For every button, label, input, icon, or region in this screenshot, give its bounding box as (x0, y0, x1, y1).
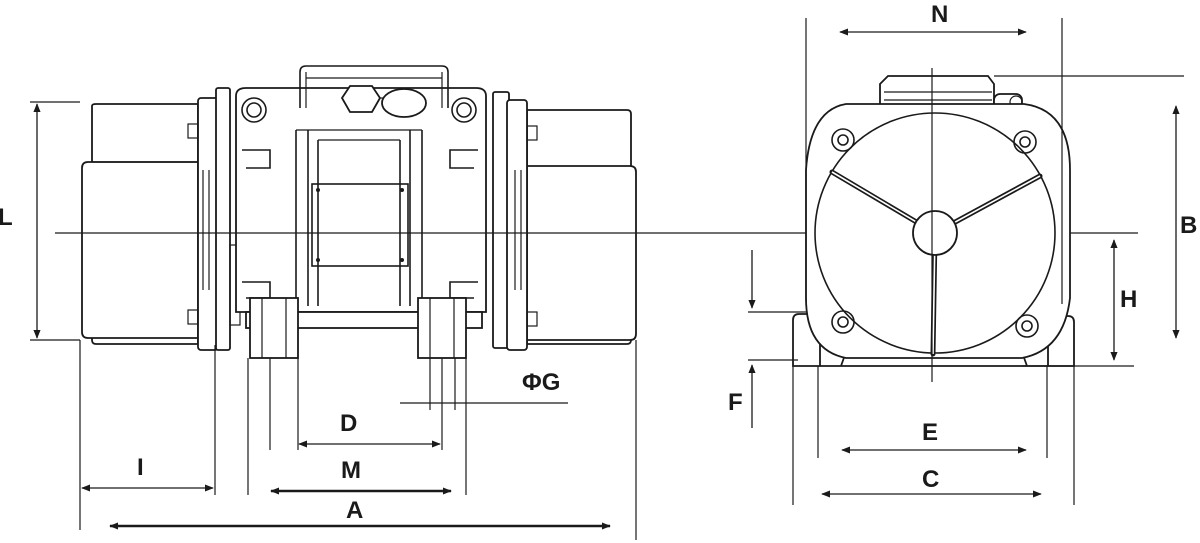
shaft-hub (912, 210, 958, 256)
label-F: F (728, 389, 743, 416)
label-G: ΦG (522, 369, 560, 396)
dimension-D: D (298, 410, 441, 448)
dimension-L: L (0, 103, 41, 339)
label-A: A (346, 497, 363, 524)
side-extension-lines (30, 101, 637, 540)
label-M: M (341, 457, 361, 484)
label-C: C (922, 466, 939, 493)
end-view (792, 68, 1075, 382)
dimension-A: A (109, 497, 611, 530)
label-D: D (340, 410, 357, 437)
label-L: L (0, 204, 13, 231)
side-view (55, 65, 1138, 359)
dimension-E: E (841, 419, 1027, 454)
central-housing (235, 65, 487, 329)
label-I: I (137, 454, 144, 481)
end-extension-lines (748, 18, 1184, 505)
right-flange (492, 91, 538, 351)
mounting-feet (249, 297, 467, 359)
right-end-cap (526, 109, 637, 345)
dimension-M: M (270, 457, 452, 495)
dimension-I: I (81, 454, 214, 492)
dimension-C: C (821, 466, 1042, 498)
label-B: B (1180, 212, 1197, 239)
dimension-N: N (839, 1, 1027, 36)
dimension-F: F (728, 250, 756, 428)
dimension-B: B (1172, 105, 1197, 339)
left-end-cap (81, 103, 199, 345)
label-H: H (1120, 286, 1137, 313)
label-N: N (931, 1, 948, 28)
label-E: E (922, 419, 938, 446)
dimension-H: H (1110, 239, 1137, 361)
